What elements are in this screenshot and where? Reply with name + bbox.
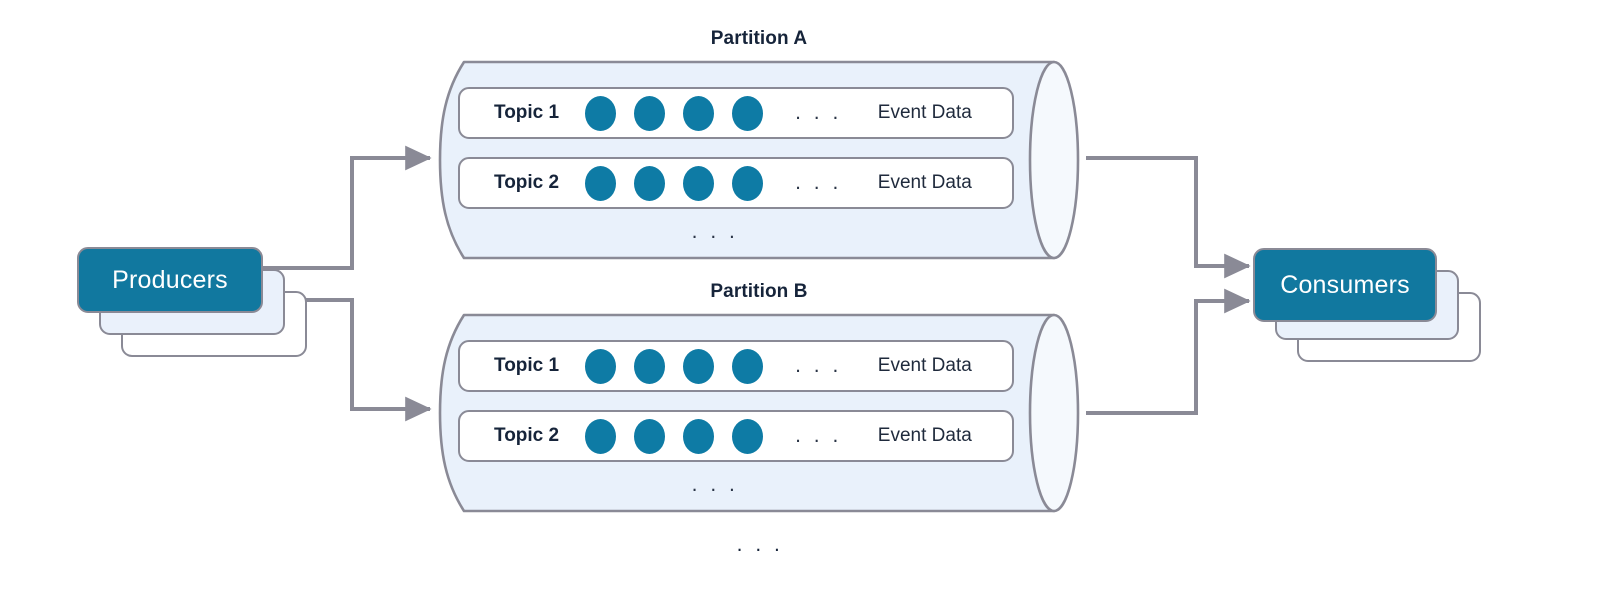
- topic-label: Topic 1: [494, 102, 560, 123]
- event-dot: [683, 95, 715, 131]
- partition-b-cylinder: Topic 1 . . . Event Data Topic 2: [432, 313, 1086, 513]
- event-dot-group: [585, 348, 764, 384]
- producers-label: Producers: [112, 265, 228, 294]
- consumers-label: Consumers: [1280, 270, 1410, 299]
- event-dot: [732, 165, 764, 201]
- partition-b-rows: Topic 1 . . . Event Data Topic 2: [432, 313, 1086, 513]
- event-dot: [683, 418, 715, 454]
- topic-label: Topic 2: [494, 172, 560, 193]
- topic-row[interactable]: Topic 2 . . . Event Data: [458, 410, 1014, 462]
- partition-a: Partition A Topic 1 . .: [432, 28, 1086, 260]
- event-dot: [634, 165, 666, 201]
- event-data-label: Event Data: [877, 425, 972, 446]
- partition-a-cylinder: Topic 1 . . . Event Data Topic 2: [432, 60, 1086, 260]
- event-overflow-ellipsis: . . .: [795, 171, 842, 194]
- event-dot: [732, 418, 764, 454]
- wire-partition-a-to-consumers: [1086, 156, 1251, 279]
- event-overflow-ellipsis: . . .: [795, 354, 842, 377]
- event-dot: [634, 418, 666, 454]
- event-dot-group: [585, 165, 764, 201]
- partition-a-rows: Topic 1 . . . Event Data Topic 2: [432, 60, 1086, 260]
- event-overflow-ellipsis: . . .: [795, 424, 842, 447]
- wire-partition-b-to-consumers: [1086, 288, 1251, 415]
- event-overflow-ellipsis: . . .: [795, 101, 842, 124]
- event-dot-group: [585, 95, 764, 131]
- producers-stack-card-front[interactable]: Producers: [77, 247, 263, 313]
- event-dot: [634, 348, 666, 384]
- event-dot: [585, 165, 617, 201]
- partition-b-title: Partition B: [710, 281, 808, 302]
- producers-node[interactable]: Producers: [77, 247, 309, 365]
- partition-a-title: Partition A: [710, 28, 808, 49]
- event-dot: [585, 95, 617, 131]
- event-dot-group: [585, 418, 764, 454]
- event-dot: [683, 165, 715, 201]
- consumers-node[interactable]: Consumers: [1253, 248, 1485, 372]
- consumers-stack-card-front[interactable]: Consumers: [1253, 248, 1437, 322]
- event-dot: [585, 348, 617, 384]
- more-partitions-ellipsis: . . .: [736, 533, 784, 556]
- event-dot: [683, 348, 715, 384]
- partition-b: Partition B Topic 1 . . . Event Data: [432, 281, 1086, 513]
- more-topics-ellipsis: . . .: [691, 220, 739, 243]
- event-dot: [732, 348, 764, 384]
- more-topics-ellipsis: . . .: [691, 473, 739, 496]
- event-dot: [585, 418, 617, 454]
- topic-row[interactable]: Topic 1 . . . Event Data: [458, 87, 1014, 139]
- topic-row[interactable]: Topic 2 . . . Event Data: [458, 157, 1014, 209]
- event-data-label: Event Data: [877, 102, 972, 123]
- event-data-label: Event Data: [877, 355, 972, 376]
- topic-label: Topic 2: [494, 425, 560, 446]
- event-dot: [732, 95, 764, 131]
- event-data-label: Event Data: [877, 172, 972, 193]
- event-dot: [634, 95, 666, 131]
- topic-row[interactable]: Topic 1 . . . Event Data: [458, 340, 1014, 392]
- topic-label: Topic 1: [494, 355, 560, 376]
